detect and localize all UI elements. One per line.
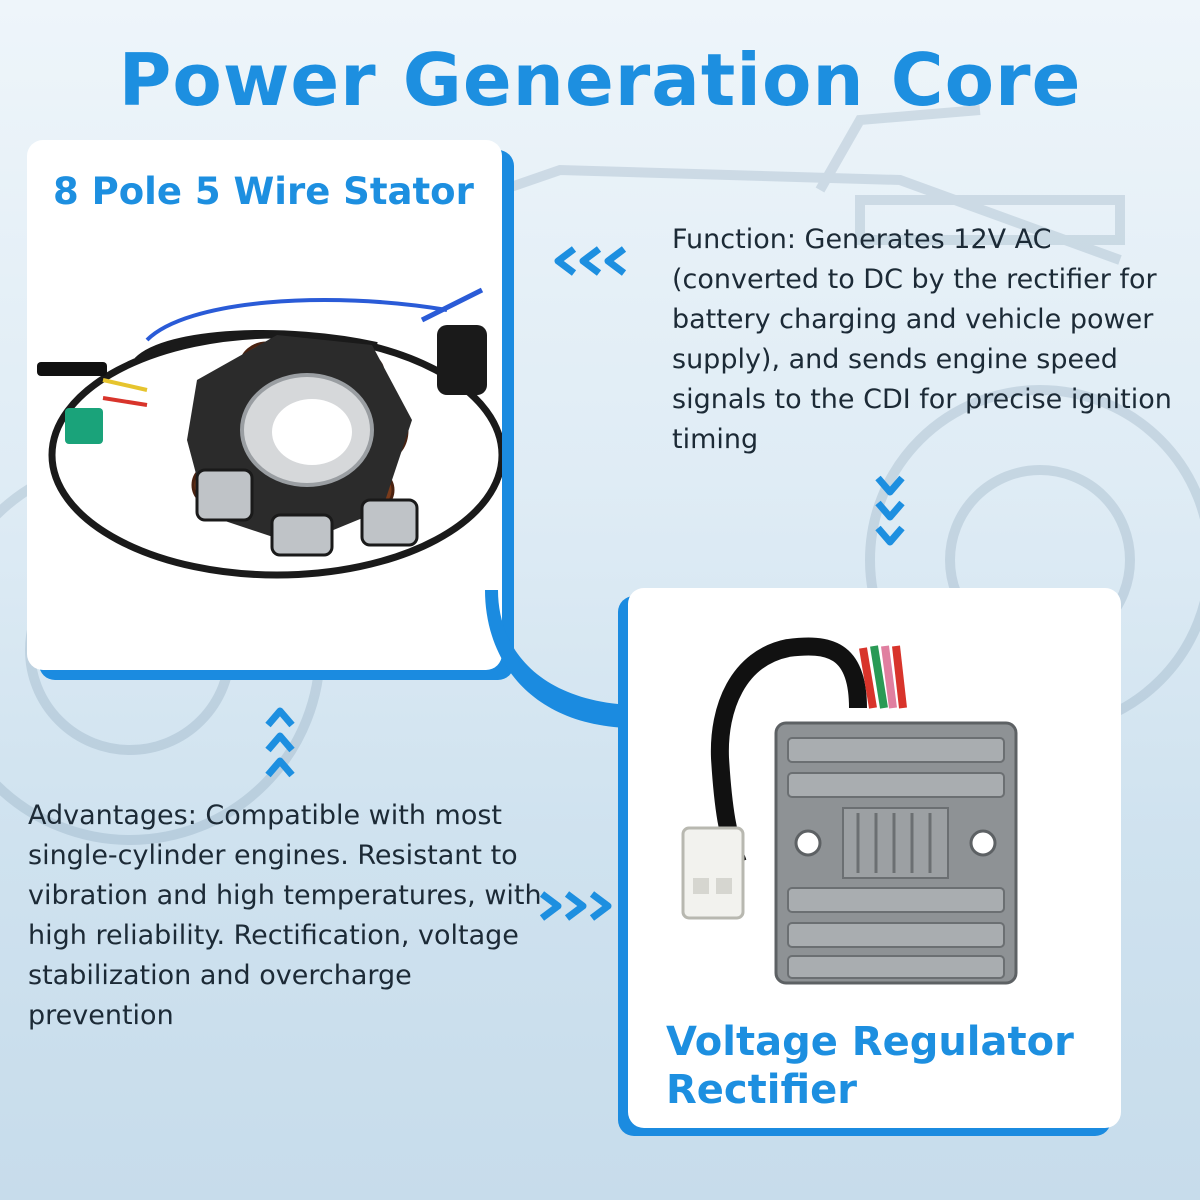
regulator-image (681, 637, 1018, 985)
chevrons-down-icon (875, 470, 905, 550)
chevrons-right-icon (532, 891, 617, 921)
page-title: Power Generation Core (118, 38, 1082, 122)
stator-card: 8 Pole 5 Wire Stator (27, 140, 502, 670)
curved-arrow-icon (485, 590, 675, 748)
regulator-card: Voltage Regulator Rectifier (628, 588, 1121, 1128)
chevrons-left-icon (550, 246, 635, 276)
stator-image (37, 287, 502, 579)
stator-title: 8 Pole 5 Wire Stator (53, 170, 474, 213)
advantages-description: Advantages: Compatible with most single-… (28, 800, 542, 1031)
function-description: Function: Generates 12V AC (converted to… (672, 224, 1172, 455)
chevrons-up-icon (265, 703, 295, 783)
regulator-title: Voltage Regulator Rectifier (666, 1019, 1074, 1113)
